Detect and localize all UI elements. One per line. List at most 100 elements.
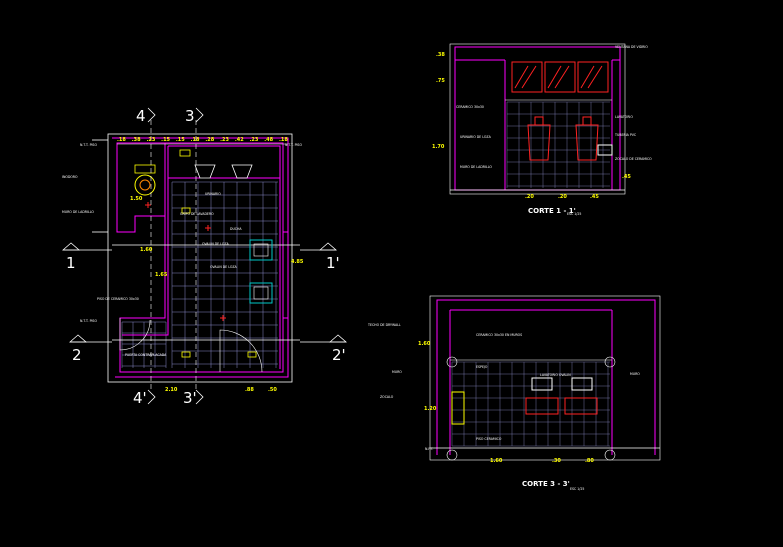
plan-dim-right: 4.85: [291, 259, 304, 265]
plan-top-dim-5: .18: [191, 137, 200, 143]
corte1-note-3: URINARIO DE LOZA: [460, 135, 492, 139]
section-label-2-right: 2': [332, 346, 346, 364]
corte1-note-7: ZOCALO DE CERAMICO: [615, 157, 652, 161]
corte1-windows: [511, 61, 609, 93]
plan-top-dim-4: .15: [176, 137, 185, 143]
section-label-2-left: 2: [72, 346, 82, 364]
corte1-dim-w2: .20: [558, 194, 567, 200]
corte3-dim-b1: 1.60: [490, 458, 503, 464]
plan-dim-mid-b: 1.65: [155, 272, 168, 278]
plan-dim-bottom-b: .88: [245, 387, 254, 393]
plan-note-nivel-1: N.T.T. PISO: [80, 143, 97, 147]
plan-top-dim-6: .28: [205, 137, 214, 143]
plan-top-dim-11: .18: [279, 137, 288, 143]
floor-plan: 4 3 4' 3' 1 1' 2 2' .18 .38 .23 .15 .15 .18 .2…: [61, 107, 348, 407]
corte3-dim-b3: .80: [585, 458, 594, 464]
corte3-scale: ESC 1/25: [570, 487, 584, 491]
corte3-note-5: MURO: [392, 370, 402, 374]
corte3-note-1: TECHO DE DRYWALL: [367, 323, 401, 327]
plan-top-dim-7: .23: [220, 137, 229, 143]
section-label-1-right: 1': [326, 254, 340, 272]
plan-top-dim-1: .38: [132, 137, 141, 143]
urinal-fixture-2: [231, 164, 253, 179]
plan-note-nivel-3: N.T.T. PISO: [80, 319, 97, 323]
urinal-fixture-1: [194, 164, 216, 179]
corte1-note-4: LAVATORIO: [615, 115, 633, 119]
corte1-dim-h2: .75: [436, 78, 445, 84]
corte3-dim-v1: 1.60: [418, 341, 431, 347]
section-markers: [61, 107, 348, 405]
drain-marker-1: [181, 207, 191, 214]
corte1-note-1: VENTANA DE VIDRIO: [615, 45, 648, 49]
plan-note-nivel-2: N.T.T. PISO: [285, 143, 302, 147]
plan-note-puerta: PUERTA CONTRAPLACADA: [125, 353, 167, 357]
corte1-scale: ESC 1/25: [567, 212, 581, 216]
corte3-outline: [429, 295, 661, 461]
door-swing-arc: [219, 329, 263, 373]
corte3-note-4: ESPEJO: [476, 365, 488, 369]
plan-top-dim-0: .18: [117, 137, 126, 143]
section-label-4-bottom: 4': [133, 389, 147, 407]
plan-fixtures: [134, 149, 273, 358]
section-label-3-bottom: 3': [183, 389, 197, 407]
corte3-title: CORTE 3 - 3': [522, 480, 570, 488]
plan-top-dim-8: .42: [235, 137, 244, 143]
plan-note-piso: PISO DE CERAMICO 30x30: [97, 297, 139, 301]
corte1-dim-h1: .38: [436, 52, 445, 58]
plan-note-inodoro: INODORO: [62, 175, 78, 179]
plan-note-ducha: DUCHA: [230, 227, 242, 231]
plan-dim-left: 1.50: [130, 196, 143, 202]
corte3-dim-v2: 1.20: [424, 406, 437, 412]
corte1-fixtures: [527, 116, 613, 161]
corte3-tile-grid: [451, 361, 610, 447]
corte3-note-2: CERAMICO 30x30 EN MUROS: [476, 333, 522, 337]
drain-marker-3: [247, 351, 257, 358]
corte1-dim-w3: .45: [590, 194, 599, 200]
plan-note-urinario: URINARIO: [205, 192, 221, 196]
plan-note-ovalin-2: OVALIN DE LOZA: [210, 265, 238, 269]
section-label-1-left: 1: [66, 254, 76, 272]
section-1-1: .38 .75 1.70 .45 .20 .20 .45 VENTANA DE …: [432, 43, 652, 216]
plan-walls: [112, 137, 289, 378]
plan-note-muro: MURO DE LADRILLO: [62, 210, 94, 214]
corte3-note-8: N.P.T.: [425, 447, 433, 451]
plan-note-grifo: GRIFO DE LAVADERO: [180, 212, 214, 216]
corte3-note-3: LAVATORIO OVALIN: [540, 373, 571, 377]
section-label-4-top: 4: [136, 107, 146, 125]
corte1-title: CORTE 1 - 1': [528, 207, 576, 215]
section-cut-lines: [150, 120, 197, 390]
corte3-note-7: ZOCALO: [380, 395, 394, 399]
corte3-dim-b2: .30: [552, 458, 561, 464]
door-swing-arc-2: [119, 318, 151, 351]
section-3-3: 1.60 1.20 1.60 .30 .80 TECHO DE DRYWALL …: [367, 295, 661, 491]
plan-top-dimensions: .18 .38 .23 .15 .15 .18 .28 .23 .42 .23 .48 .18: [117, 137, 288, 143]
toilet-fixture: [134, 174, 156, 196]
drain-marker-2: [181, 351, 191, 358]
corte1-dim-w1: .20: [525, 194, 534, 200]
corte3-walls: [436, 299, 656, 455]
corte1-tile-grid: [506, 101, 610, 188]
plan-dim-bottom-c: .50: [268, 387, 277, 393]
plan-outline: [92, 133, 300, 383]
plan-top-dim-2: .23: [146, 137, 155, 143]
plan-dim-mid-a: 1.60: [140, 247, 153, 253]
plan-note-ovalin-1: OVALIN DE LOZA: [202, 242, 230, 246]
corte3-note-9: MURO: [630, 372, 640, 376]
corte1-note-5: TUBERIA PVC: [614, 133, 637, 137]
plan-top-dim-10: .48: [264, 137, 273, 143]
lavatory-fixture-2: [249, 282, 273, 304]
lavatory-fixture-1: [249, 239, 273, 261]
corte1-dim-h3: 1.70: [432, 144, 445, 150]
plan-top-dim-9: .23: [250, 137, 259, 143]
corte3-note-6: PISO CERAMICO: [476, 437, 502, 441]
corte3-fixtures: [451, 377, 598, 425]
drain-marker-4: [179, 149, 191, 157]
corte1-dim-h4: .45: [622, 174, 631, 180]
section-label-3-top: 3: [185, 107, 195, 125]
corte1-note-2: CERAMICO 30x30: [456, 105, 484, 109]
plan-top-dim-3: .15: [161, 137, 170, 143]
plan-dim-bottom-a: 2.10: [165, 387, 178, 393]
corte1-outline: [449, 43, 626, 195]
corte1-note-6: MURO DE LADRILLO: [460, 165, 492, 169]
